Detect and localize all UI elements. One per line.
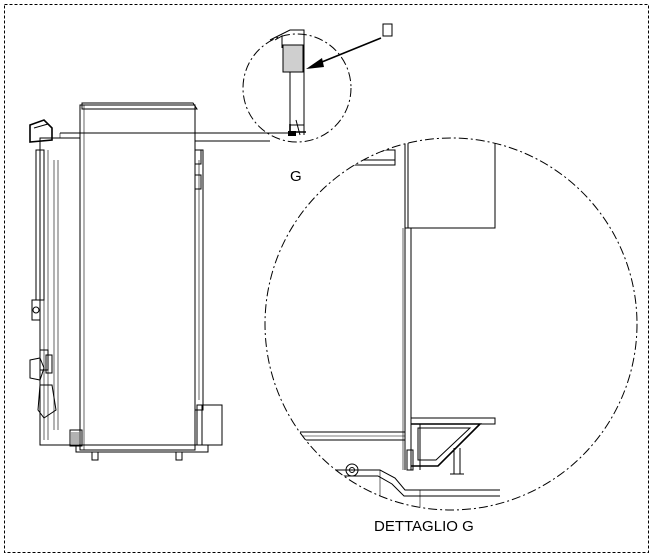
stove-top-cover [81,102,198,110]
stove-top-handle [29,119,53,143]
detail-enlarged-view [300,138,500,510]
detail-bracket-plate [411,417,496,425]
stove-base [75,444,209,453]
detail-marker-letter: G [290,168,302,185]
stove-main-body [79,104,196,451]
stove-front-controls [29,357,45,381]
stove-side-view [29,23,393,461]
flue-pipe [60,132,290,142]
detail-circle-small [242,33,352,143]
wall-bracket-small [269,29,306,136]
detail-horizontal-rail [300,431,405,441]
stove-front-panel [39,137,81,446]
stove-rear-lower-box [196,404,223,446]
drawing-frame [4,4,649,553]
detail-title: DETTAGLIO G [374,518,474,535]
leader-arrow [306,23,393,69]
detail-vertical-pipe [404,228,412,470]
detail-circle-large [264,137,638,511]
